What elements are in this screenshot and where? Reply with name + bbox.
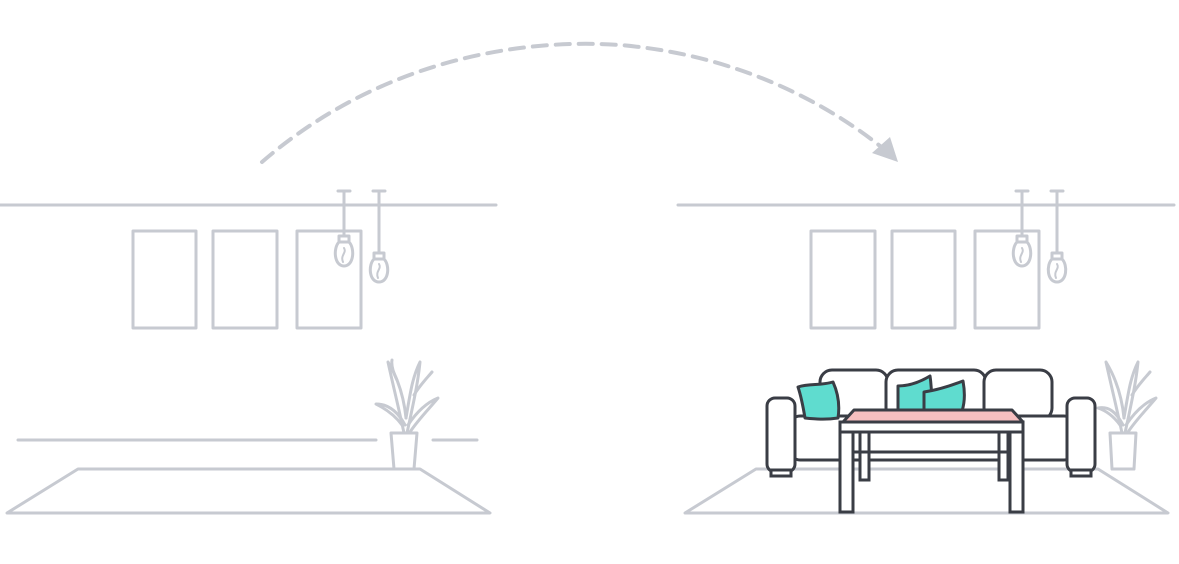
table-leg bbox=[1008, 430, 1025, 514]
floor-rug bbox=[5, 467, 492, 515]
window-2 bbox=[890, 229, 957, 330]
window-1 bbox=[809, 229, 877, 330]
windows bbox=[131, 229, 363, 330]
table-leg-back bbox=[997, 430, 1010, 482]
sofa-armrest-right bbox=[1065, 396, 1097, 474]
lightbulb-icon bbox=[333, 189, 355, 268]
window-3 bbox=[295, 229, 363, 330]
table-top bbox=[841, 408, 1025, 424]
windows bbox=[809, 229, 1041, 330]
sofa-armrest-left bbox=[765, 396, 797, 474]
window-1 bbox=[131, 229, 198, 330]
potted-plant-icon bbox=[374, 358, 440, 471]
cushion-left bbox=[796, 380, 841, 421]
lightbulb-icon bbox=[368, 189, 390, 284]
dashed-arrow-icon bbox=[260, 41, 898, 164]
window-3 bbox=[973, 229, 1041, 330]
sofa-leg bbox=[1069, 468, 1093, 478]
floor-rug bbox=[683, 467, 1170, 515]
hanging-lamps bbox=[1011, 189, 1068, 284]
empty-room-panel bbox=[0, 189, 498, 515]
arrow-head bbox=[872, 137, 898, 162]
arrow-arc bbox=[260, 41, 887, 164]
table-leg bbox=[838, 430, 855, 514]
sofa-leg bbox=[769, 468, 793, 478]
lightbulb-icon bbox=[1046, 189, 1068, 284]
furnished-room-panel bbox=[676, 189, 1176, 515]
potted-plant-icon bbox=[1096, 360, 1158, 471]
window-2 bbox=[211, 229, 279, 330]
coffee-table bbox=[838, 408, 1025, 514]
lightbulb-icon bbox=[1011, 189, 1033, 268]
table-leg-back bbox=[858, 430, 871, 482]
table-apron bbox=[838, 420, 1025, 434]
hanging-lamps bbox=[333, 189, 390, 284]
